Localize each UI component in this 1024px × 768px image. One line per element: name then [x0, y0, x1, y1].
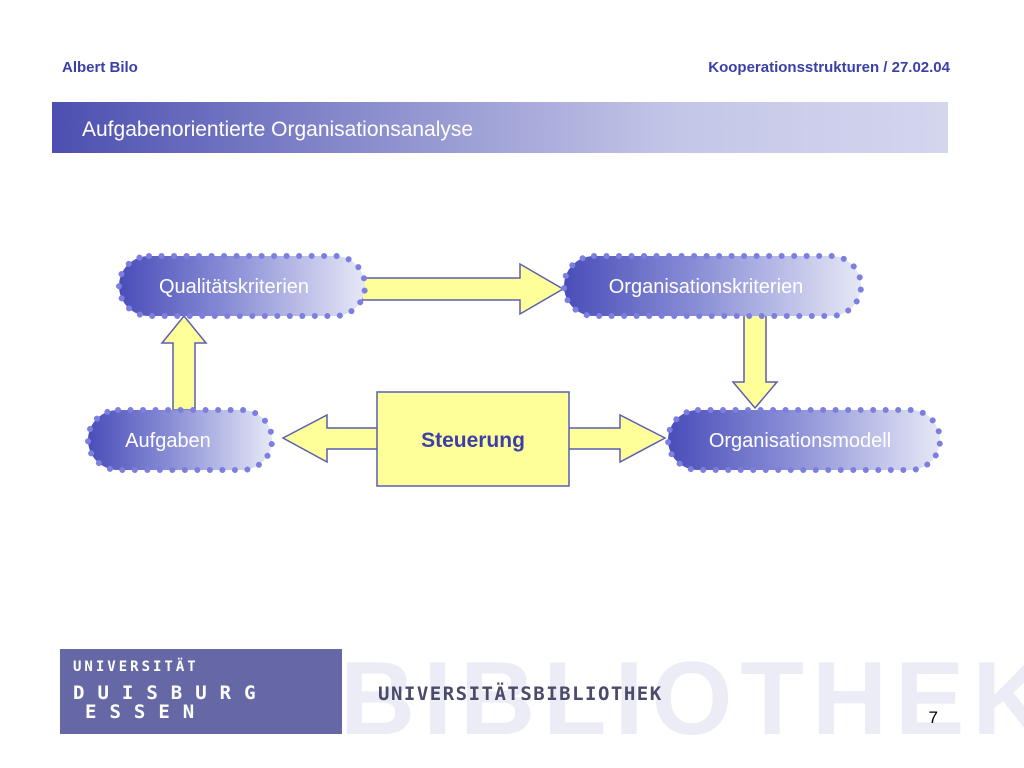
node-organisationsmodell [668, 410, 940, 470]
header-author: Albert Bilo [62, 59, 138, 76]
node-qualitaetskriterien [119, 256, 365, 316]
node-aufgaben [88, 410, 272, 470]
page-number: 7 [928, 708, 938, 727]
node-organisationskriterien-dots [561, 253, 864, 319]
logo-line-duisburg: DUISBURG [73, 682, 269, 704]
node-qualitaetskriterien-label: Qualitätskriterien [159, 276, 309, 298]
node-aufgaben-label: Aufgaben [125, 430, 211, 452]
node-qualitaetskriterien-dots [116, 253, 368, 319]
steuerung-box [376, 391, 570, 487]
node-organisationsmodell-dots [665, 407, 943, 473]
slide-title: Aufgabenorientierte Organisationsanalyse [82, 118, 474, 141]
arrow-organisationskriterien-to-modell [731, 311, 779, 410]
logo-line-universitaet: UNIVERSITÄT [73, 659, 199, 675]
logo-line-essen: ESSEN [85, 701, 208, 723]
node-organisationskriterien [564, 256, 861, 316]
steuerung-label: Steuerung [421, 429, 525, 452]
library-name: UNIVERSITÄTSBIBLIOTHEK [378, 683, 663, 705]
node-aufgaben-dots [85, 407, 275, 473]
arrow-qualitaet-to-organisationskriterien [361, 262, 565, 316]
node-organisationskriterien-label: Organisationskriterien [609, 276, 804, 298]
header-topic-date: Kooperationsstrukturen / 27.02.04 [708, 59, 950, 76]
arrow-aufgaben-to-qualitaet [160, 314, 208, 411]
title-bar: Aufgabenorientierte Organisationsanalyse [52, 102, 948, 153]
node-organisationsmodell-label: Organisationsmodell [709, 430, 891, 452]
university-logo: UNIVERSITÄT DUISBURG ESSEN [60, 649, 342, 734]
library-watermark: BIBLIOTHEK [340, 641, 1024, 757]
